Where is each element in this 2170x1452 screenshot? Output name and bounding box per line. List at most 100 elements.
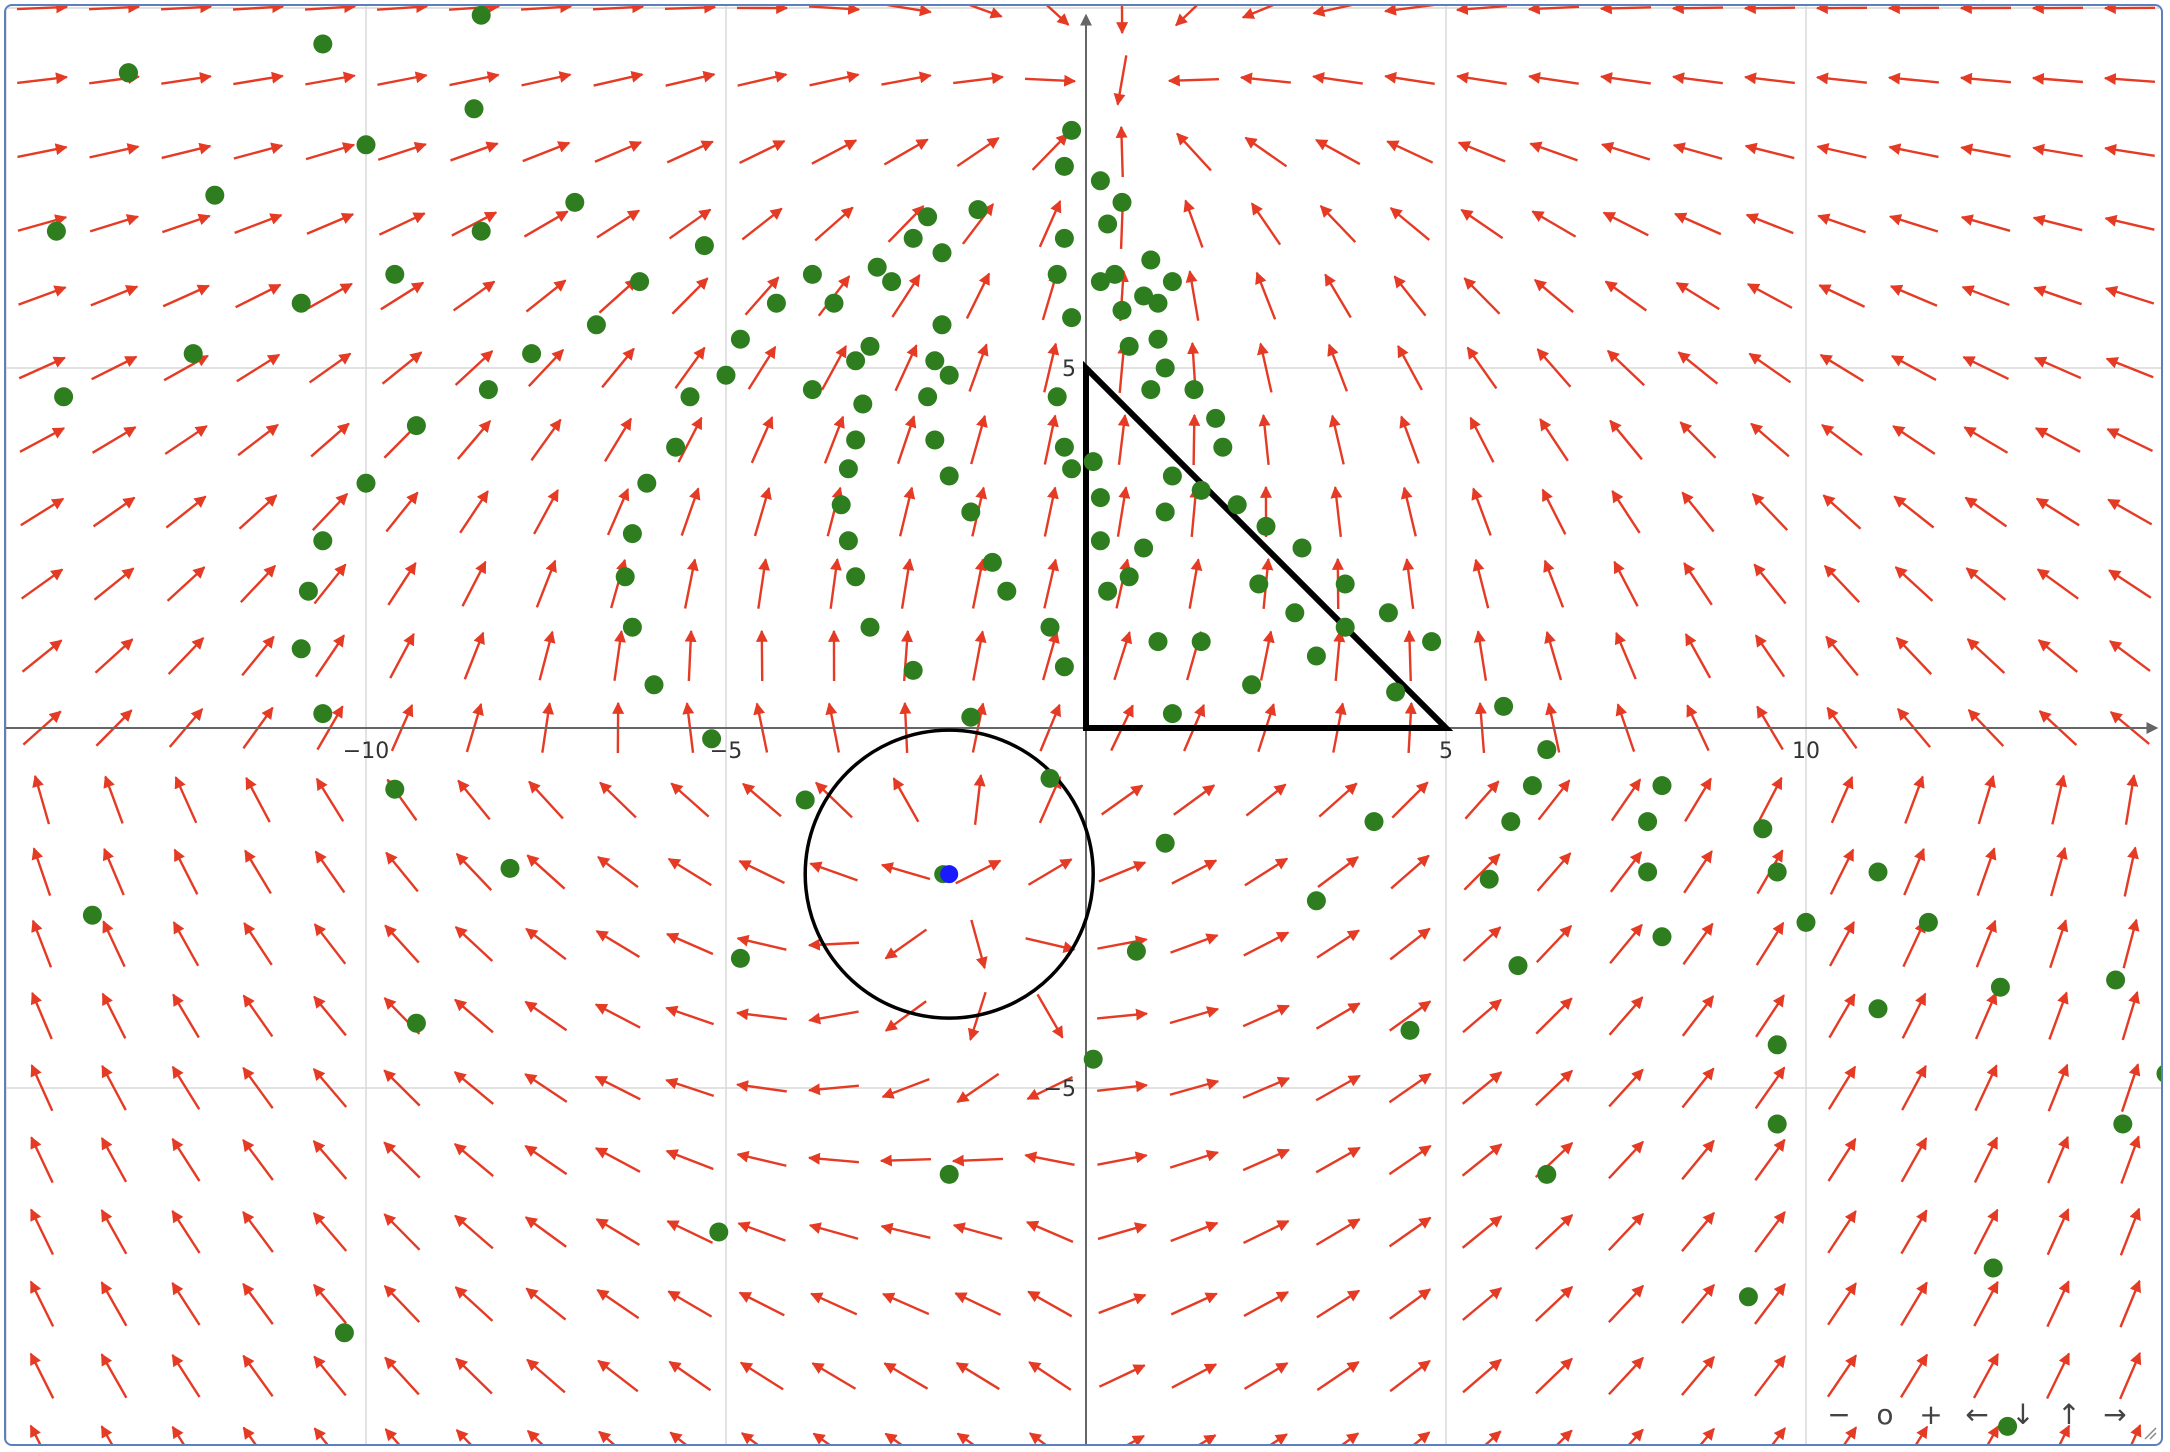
particle-point: [406, 1013, 426, 1033]
field-arrow: [29, 1352, 55, 1399]
field-arrow: [1461, 1143, 1503, 1177]
field-arrow: [1600, 72, 1651, 85]
particle-point: [1134, 286, 1154, 306]
field-arrow: [1976, 847, 1997, 896]
particle-point: [1767, 1035, 1787, 1055]
field-arrow: [1965, 567, 2007, 601]
particle-point: [1162, 272, 1182, 292]
particles: [46, 6, 2161, 1436]
field-arrow: [667, 857, 712, 887]
field-arrow: [171, 1065, 201, 1110]
field-arrow: [1250, 202, 1282, 246]
field-arrow: [956, 136, 1000, 168]
field-arrow: [1607, 1284, 1645, 1324]
particle-point: [1501, 812, 1521, 832]
field-arrow: [1745, 213, 1794, 235]
reset-view-button[interactable]: o: [1876, 1397, 1894, 1431]
field-arrow: [163, 354, 209, 382]
field-arrow: [1609, 923, 1643, 965]
pan-right-button[interactable]: →: [2103, 1397, 2127, 1431]
field-arrow: [18, 285, 67, 306]
zoom-out-button[interactable]: −: [1827, 1397, 1851, 1431]
field-arrow: [1541, 488, 1567, 535]
field-arrow: [955, 1361, 1000, 1391]
field-arrow: [174, 776, 198, 824]
particle-point: [1753, 819, 1773, 839]
triangle-shape: [1083, 360, 1454, 731]
field-arrow: [1171, 859, 1218, 885]
field-arrow: [896, 415, 917, 465]
field-arrow: [313, 995, 347, 1037]
particle-point: [903, 660, 923, 680]
field-arrow: [613, 630, 626, 681]
particle-point: [1105, 264, 1125, 284]
field-arrow: [1389, 1288, 1432, 1320]
pan-up-button[interactable]: ↑: [2057, 1397, 2081, 1431]
particle-point: [918, 207, 938, 227]
field-arrow: [530, 418, 562, 461]
x-tick-label: −5: [710, 739, 742, 764]
field-arrow: [965, 272, 991, 319]
field-arrow: [814, 206, 854, 242]
field-arrow: [1900, 1137, 1928, 1183]
field-arrow: [1817, 213, 1867, 234]
field-arrow: [1170, 1292, 1218, 1316]
particle-point: [925, 430, 945, 450]
particle-point: [385, 779, 405, 799]
field-arrow: [1531, 210, 1577, 238]
particle-point: [2106, 970, 2126, 990]
field-arrow: [1754, 1066, 1786, 1110]
pan-down-button[interactable]: ↓: [2011, 1397, 2035, 1431]
field-arrow: [457, 779, 491, 821]
field-arrow: [1601, 142, 1651, 161]
field-arrow: [461, 560, 487, 607]
field-arrow: [315, 777, 345, 822]
field-arrow: [1457, 141, 1506, 163]
particle-point: [1090, 272, 1110, 292]
field-arrow: [29, 1208, 55, 1256]
field-arrow: [2045, 1352, 2071, 1400]
field-arrow: [1388, 1216, 1432, 1248]
field-arrow: [2119, 1207, 2141, 1256]
field-arrow: [1389, 1359, 1431, 1393]
field-arrow: [665, 932, 714, 956]
field-arrow: [891, 274, 921, 318]
particle-point: [1479, 869, 1499, 889]
particle-point: [925, 351, 945, 371]
field-arrow: [1315, 1002, 1361, 1030]
field-arrow: [1241, 6, 1275, 19]
field-arrow: [19, 427, 66, 453]
field-arrow: [311, 492, 349, 531]
resize-grip-icon[interactable]: [2143, 1426, 2157, 1440]
field-arrow: [666, 1220, 714, 1244]
field-arrow: [1743, 72, 1795, 85]
field-arrow: [807, 1083, 860, 1096]
y-tick-label: 5: [1062, 357, 1076, 382]
field-arrow: [1699, 1427, 1715, 1444]
particle-point: [586, 315, 606, 335]
field-arrow: [463, 631, 485, 680]
pan-left-button[interactable]: ←: [1965, 1397, 1989, 1431]
field-arrow: [597, 1359, 639, 1393]
field-arrow: [31, 919, 53, 968]
field-arrow: [1464, 780, 1500, 820]
field-arrow: [91, 355, 138, 381]
particle-point: [565, 192, 585, 212]
field-arrow: [1963, 426, 2009, 454]
field-arrow: [172, 921, 200, 967]
field-arrow: [1556, 1429, 1573, 1444]
field-arrow: [524, 1144, 568, 1176]
field-arrow: [166, 566, 206, 602]
field-arrow: [1463, 853, 1501, 891]
particle-point: [2156, 1065, 2161, 1082]
field-arrow: [1025, 1220, 1074, 1243]
field-arrow: [1389, 1000, 1432, 1032]
zoom-in-button[interactable]: +: [1919, 1397, 1943, 1431]
field-arrow: [1473, 630, 1488, 681]
field-arrow: [2034, 356, 2082, 380]
field-arrow: [1242, 1076, 1291, 1099]
field-arrow: [525, 1287, 567, 1321]
field-arrow: [1097, 1080, 1149, 1093]
